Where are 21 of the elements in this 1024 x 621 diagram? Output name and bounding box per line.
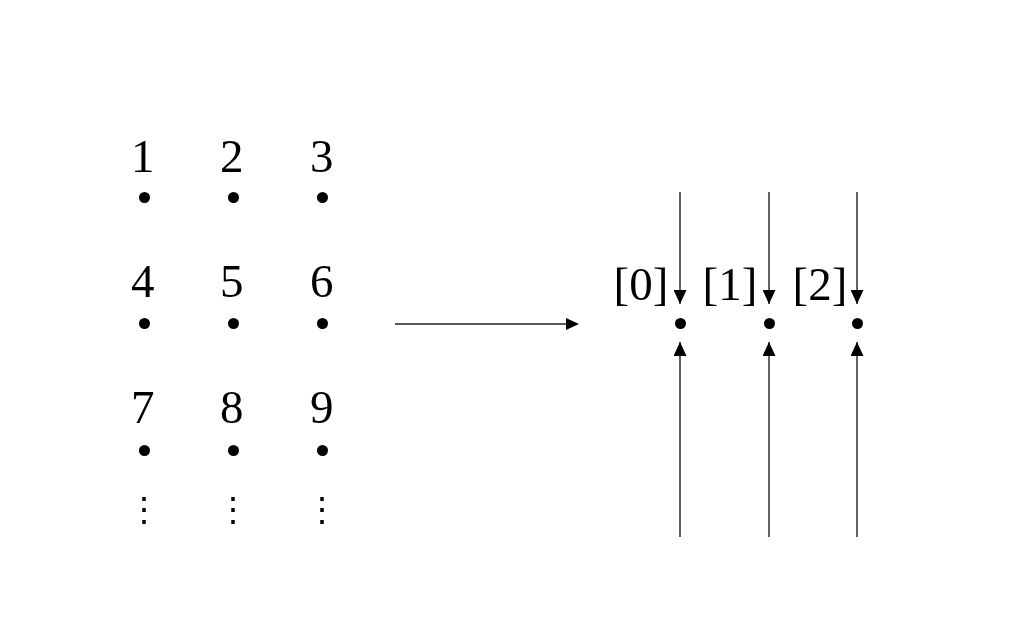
vertical-ellipsis: ⋮: [216, 492, 250, 526]
arrow: [762, 191, 776, 305]
point-number: 4: [131, 257, 155, 305]
point-number: 9: [310, 383, 334, 431]
point-number: 6: [310, 257, 334, 305]
index-label: [0]: [613, 260, 669, 308]
vertical-ellipsis: ⋮: [127, 492, 161, 526]
arrow: [673, 341, 687, 538]
arrow: [762, 341, 776, 538]
point-number: 3: [310, 132, 334, 180]
arrow: [850, 191, 864, 305]
index-label: [2]: [792, 260, 848, 308]
point-number: 7: [131, 383, 155, 431]
vertical-ellipsis: ⋮: [305, 492, 339, 526]
point-number: 5: [220, 257, 244, 305]
arrow: [850, 341, 864, 538]
point-number: 1: [131, 132, 155, 180]
point-number: 2: [220, 132, 244, 180]
index-label: [1]: [702, 260, 758, 308]
arrow: [673, 191, 687, 305]
point-number: 8: [220, 383, 244, 431]
